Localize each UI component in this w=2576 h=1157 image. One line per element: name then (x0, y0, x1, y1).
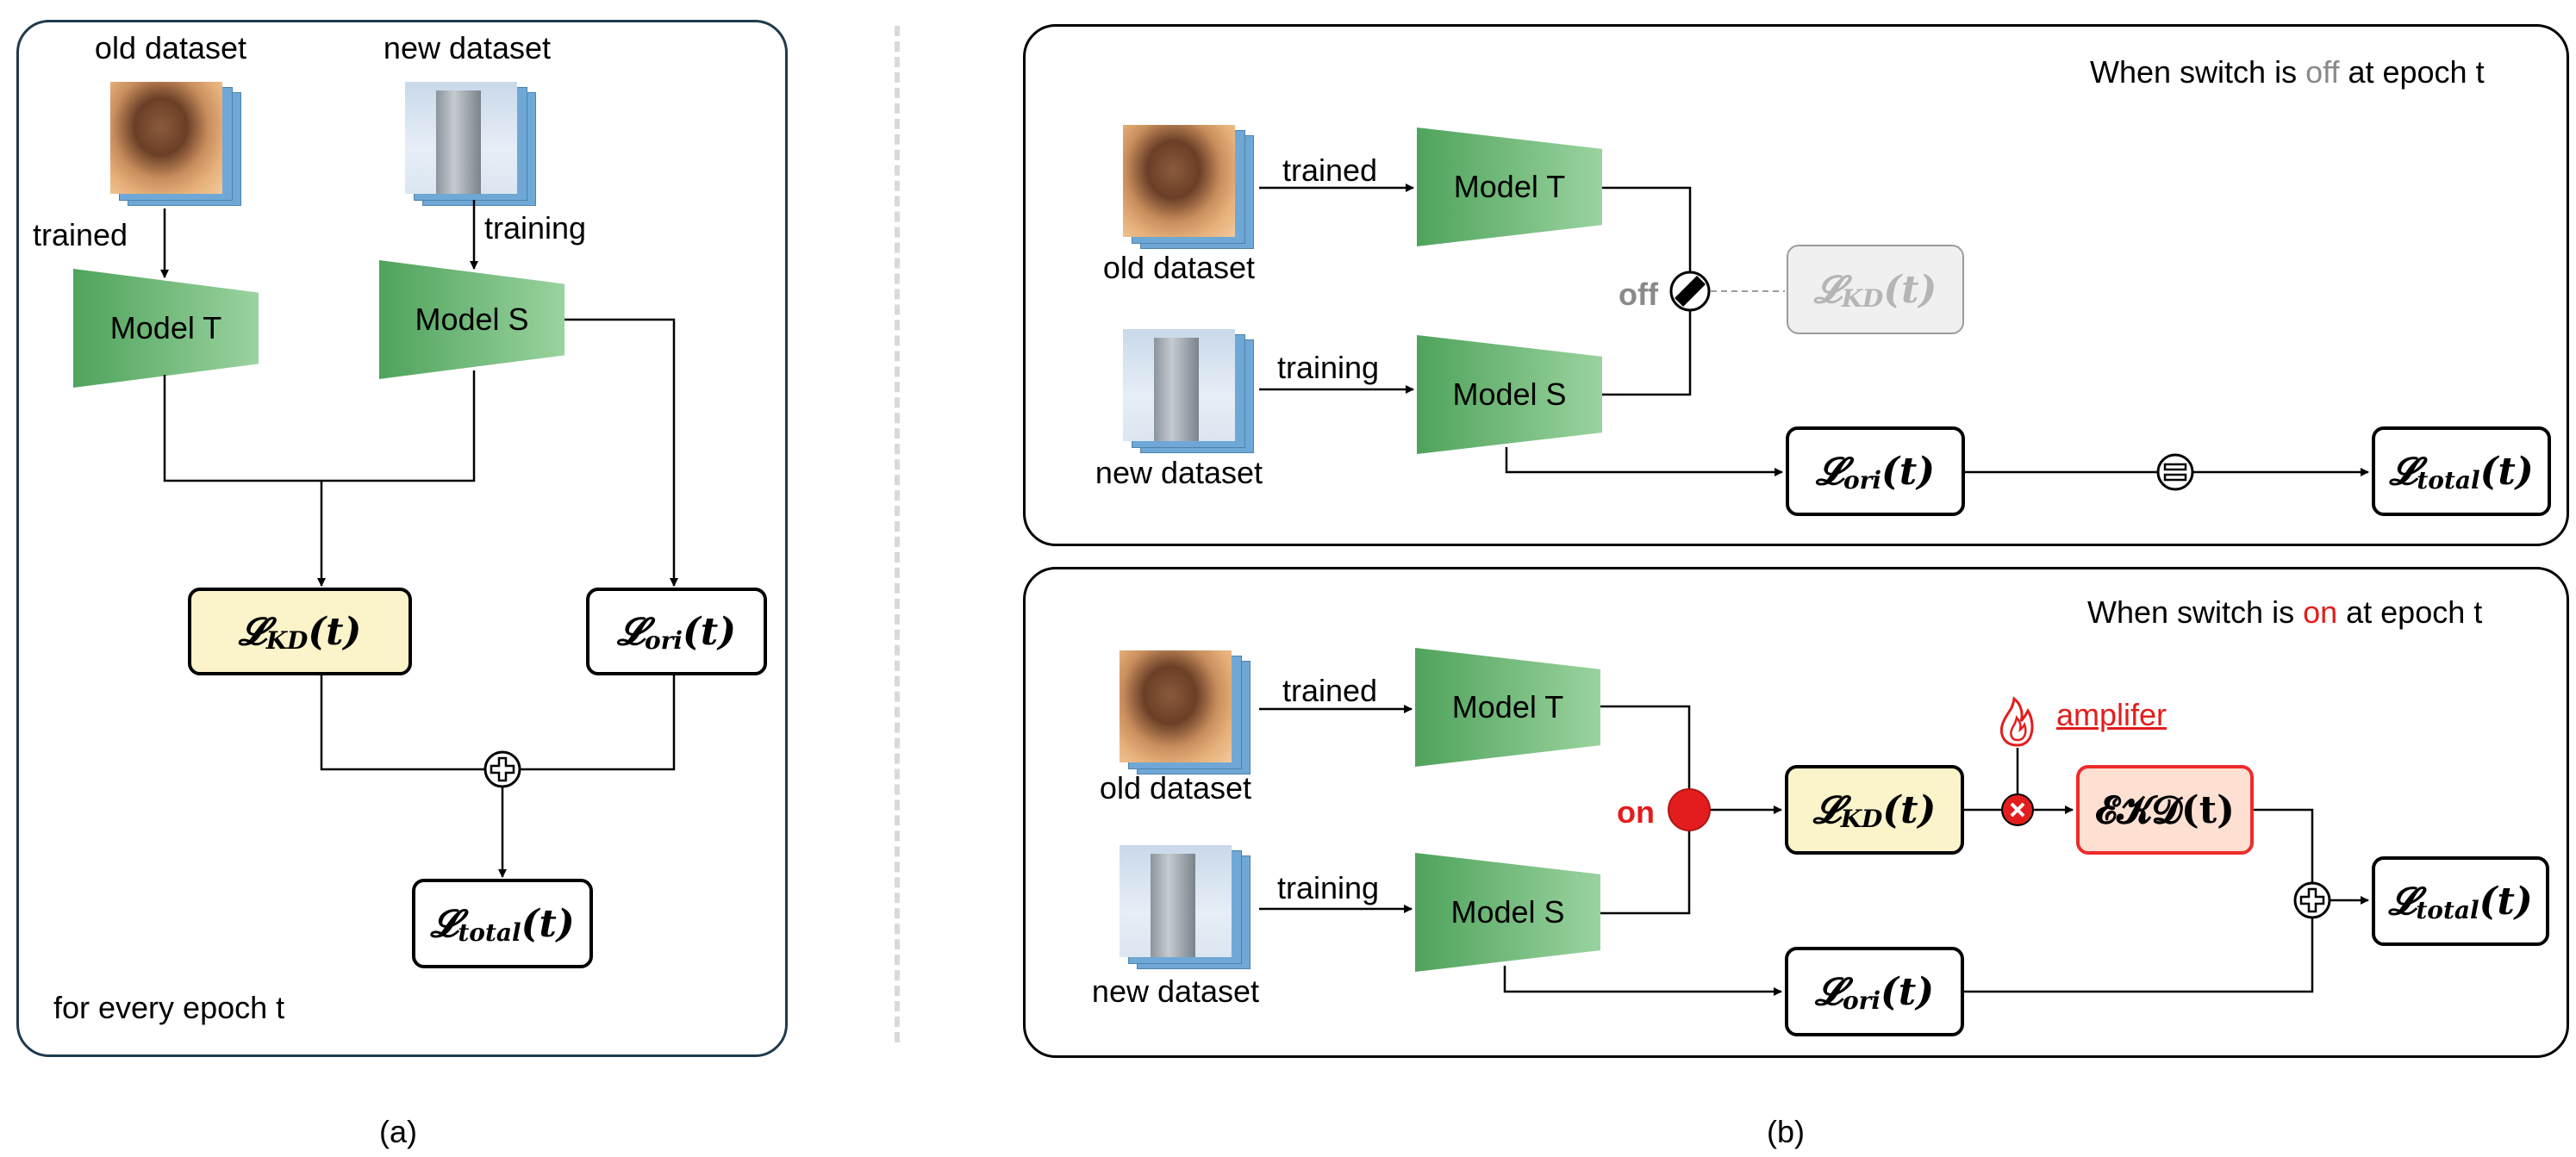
model-s-label-off: Model S (1452, 376, 1567, 412)
panel-b-on-title: When switch is on at epoch t (2087, 594, 2483, 630)
new-dataset-label-off: new dataset (1095, 455, 1263, 490)
line-ori-to-plus (518, 675, 676, 771)
plus-icon (483, 750, 521, 788)
model-t-label: Model T (109, 310, 222, 345)
model-s-label: Model S (415, 302, 529, 337)
switch-off-label: off (1619, 277, 1658, 312)
ekd-box: 𝓔𝓚𝓓(t) (2076, 765, 2254, 855)
old-dataset-image (110, 82, 241, 206)
model-s-block-off: Model S (1417, 335, 1602, 454)
old-dataset-label-off: old dataset (1102, 250, 1256, 285)
fire-icon (1999, 696, 2034, 747)
arrow-s-to-ori-off (1505, 447, 1783, 476)
amplifier-label: amplifer (2056, 697, 2167, 732)
new-dataset-image (405, 82, 536, 206)
new-dataset-label: new dataset (383, 30, 552, 65)
model-t-block-off: Model T (1417, 128, 1602, 246)
model-t-block: Model T (73, 269, 259, 388)
line-s-to-switch-on (1600, 830, 1691, 915)
line-t-to-switch-on (1600, 705, 1691, 790)
panel-b-off (1023, 24, 2569, 546)
switch-on-label: on (1617, 794, 1655, 830)
training-label: training (484, 210, 587, 246)
caption-a: (a) (379, 1114, 417, 1149)
model-t-label-off: Model T (1453, 169, 1566, 204)
model-s-label-on: Model S (1450, 894, 1565, 930)
panel-a (16, 20, 788, 1057)
old-dataset-label: old dataset (94, 30, 247, 65)
model-t-block-on: Model T (1415, 648, 1600, 767)
divider (895, 26, 900, 1042)
plus-icon (2293, 881, 2331, 919)
model-t-label-on: Model T (1451, 689, 1564, 725)
arrow-s-to-loss-ori (564, 318, 678, 587)
caption-b: (b) (1767, 1114, 1805, 1149)
line-t-to-switch-off (1602, 186, 1692, 276)
old-dataset-image-off (1123, 125, 1254, 249)
new-dataset-image-off (1123, 329, 1254, 453)
panel-b-on (1023, 567, 2569, 1058)
old-dataset-label-on: old dataset (1099, 770, 1252, 806)
line-s-to-switch-off (1602, 307, 1692, 396)
line-kd-to-plus (320, 675, 485, 771)
line-ekd-to-plus (2254, 808, 2314, 885)
panel-b-off-title: When switch is off at epoch t (2090, 54, 2485, 90)
equals-icon (2156, 453, 2194, 491)
model-s-block-on: Model S (1415, 853, 1600, 972)
line-ori-to-plus-on (1964, 916, 2314, 993)
switch-off-icon (1669, 271, 1711, 312)
trained-label-on: trained (1282, 673, 1378, 708)
training-label-on: training (1277, 870, 1380, 905)
trained-label-off: trained (1282, 152, 1378, 188)
new-dataset-image-on (1120, 845, 1251, 969)
multiply-icon (2001, 793, 2034, 826)
old-dataset-image-on (1120, 650, 1251, 774)
footer-label: for every epoch t (53, 990, 285, 1025)
new-dataset-label-on: new dataset (1091, 973, 1260, 1009)
trained-label: trained (33, 217, 128, 252)
line-models-join (163, 370, 476, 482)
arrow-s-to-ori-on (1503, 966, 1782, 996)
switch-on-icon (1668, 788, 1711, 831)
training-label-off: training (1277, 350, 1380, 385)
